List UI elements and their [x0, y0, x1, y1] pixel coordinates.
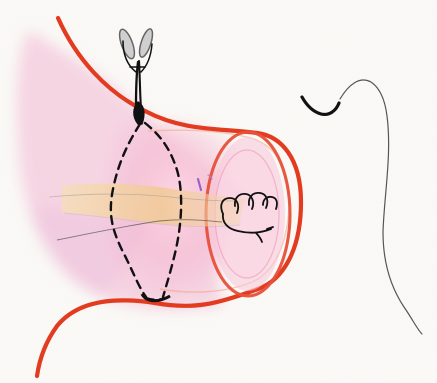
medical-sketch [0, 0, 437, 383]
illustration-canvas [0, 0, 437, 383]
